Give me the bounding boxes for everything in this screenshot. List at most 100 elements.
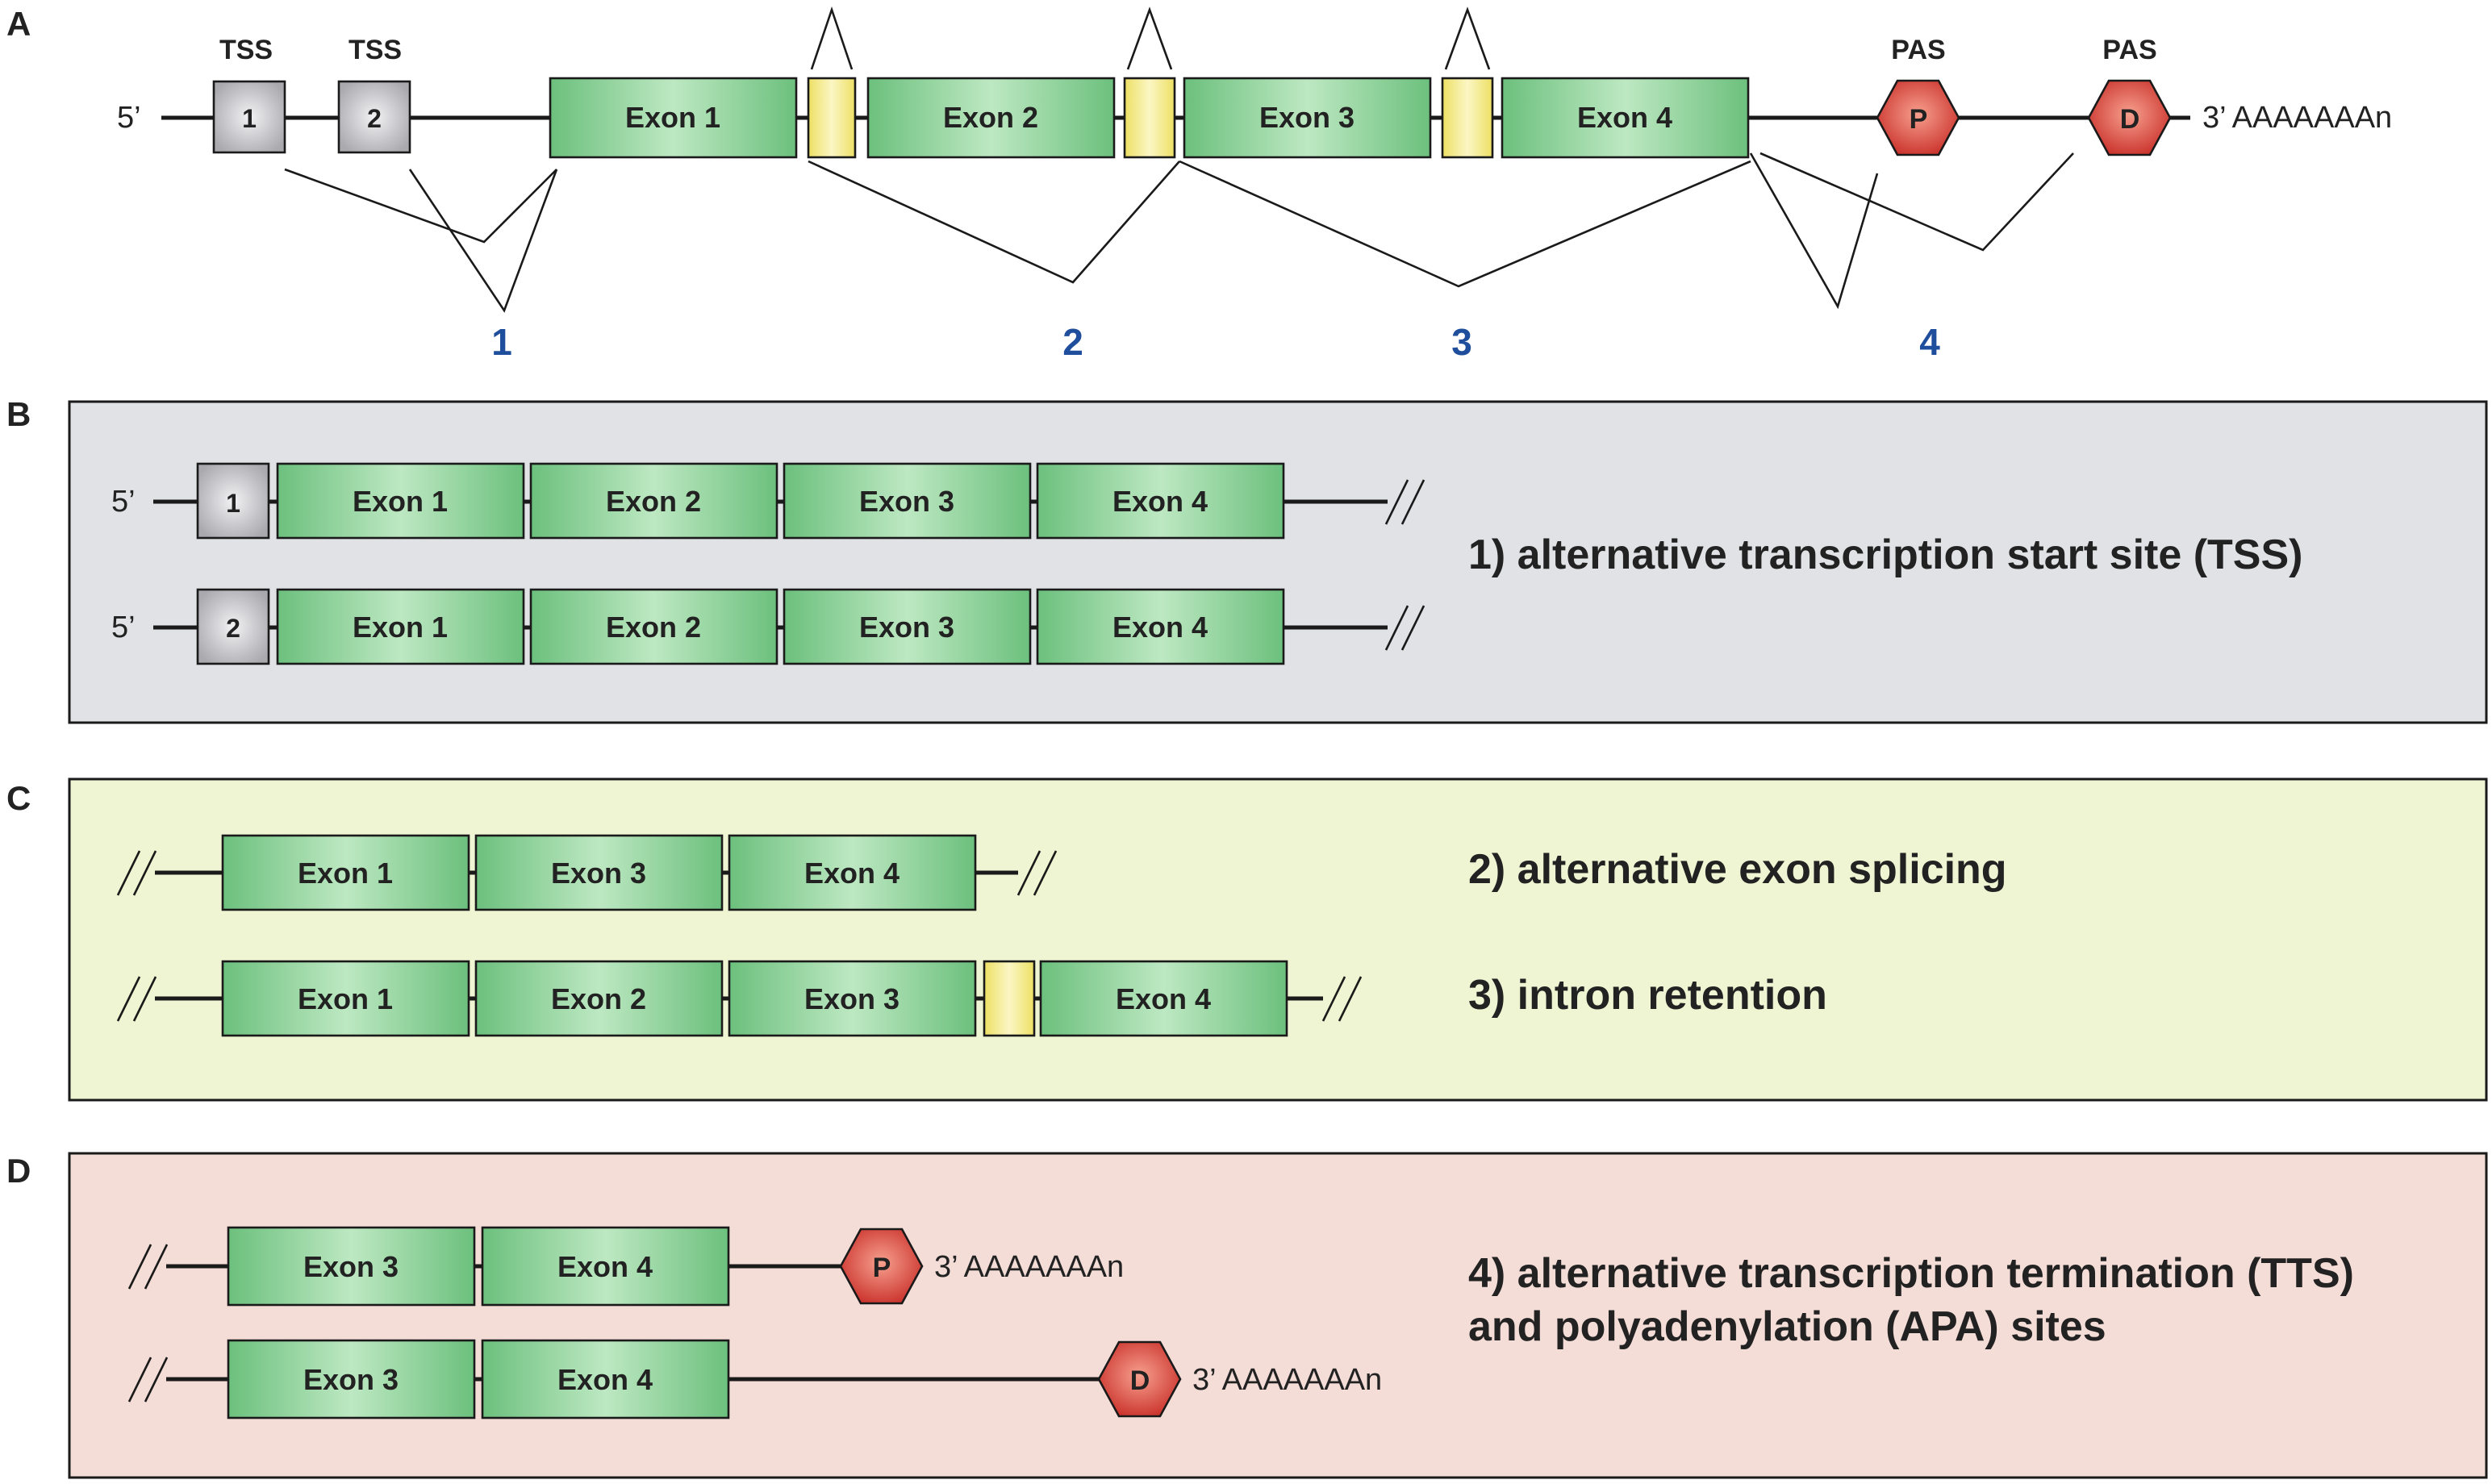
panel-b-row1-exon-1-label: Exon 1 — [353, 485, 448, 518]
panel-b: B 5’ 1 Exon 1 Exon 2 Exon 3 Exon 4 5’ 2 … — [6, 395, 2488, 724]
panel-d-row2-pas-d-letter: D — [1130, 1365, 1150, 1396]
panel-b-row2-exon-3 — [783, 588, 1032, 665]
panel-b-row1-break-mark — [1384, 479, 1425, 525]
panel-a: A 5’ TSS 1 TSS 2 Exon 1 Exon 2 Exon 3 Ex… — [6, 5, 2392, 363]
panel-c-row1-right-break — [1016, 850, 1058, 896]
gene-exon-4-label: Exon 4 — [1577, 101, 1672, 134]
gene-exon-1 — [549, 77, 798, 159]
panel-c-row2-right-slash-2 — [1338, 976, 1363, 1022]
gene-exon-3-label: Exon 3 — [1259, 101, 1355, 134]
gene-exon-4 — [1501, 77, 1750, 159]
panel-c-row2-left-slash-1 — [116, 976, 141, 1022]
splice-connector-tss1 — [284, 168, 557, 244]
splice-connector-pas-p — [1749, 152, 1879, 310]
tss2-number: 2 — [367, 104, 382, 133]
panel-d-row1-exon-4-label: Exon 4 — [557, 1250, 653, 1283]
pas-p-label: PAS — [1891, 35, 1945, 65]
panel-b-row2-tss-number: 2 — [226, 614, 240, 643]
panel-c-row1-right-slash-1 — [1016, 850, 1041, 896]
pas-d-hexagon — [2087, 79, 2172, 156]
panel-d-row2-exon-4 — [481, 1339, 730, 1419]
panel-b-row2-tss — [196, 588, 270, 665]
gene-polya-tail: 3’ AAAAAAAn — [2202, 101, 2392, 135]
panel-b-row1-exon-1 — [276, 462, 525, 540]
panel-b-row1-exon-2 — [529, 462, 778, 540]
pas-p-hexagon — [1876, 79, 1960, 156]
panel-b-row1-exon-4-label: Exon 4 — [1112, 485, 1208, 518]
panel-d-row2-left-slash-2 — [144, 1357, 169, 1403]
panel-d-row1-exon-3-label: Exon 3 — [303, 1250, 399, 1283]
tss1-number: 1 — [242, 104, 257, 133]
panel-b-row2-exon-1-label: Exon 1 — [353, 611, 448, 644]
panel-c-background — [68, 777, 2488, 1102]
panel-b-row1-five-prime: 5’ — [111, 485, 136, 519]
panel-c-letter: C — [6, 779, 31, 817]
panel-b-row2-exon-4-label: Exon 4 — [1112, 611, 1208, 644]
panel-b-row2-five-prime: 5’ — [111, 611, 136, 644]
panel-b-row1-exon-4 — [1036, 462, 1285, 540]
panel-c-row2-exon-2 — [474, 960, 724, 1037]
tss2-label: TSS — [349, 35, 402, 65]
panel-c-row1-exon-1-label: Exon 1 — [298, 857, 393, 890]
panel-c-row2-exon-1 — [221, 960, 470, 1037]
panel-d-row1-exon-3 — [227, 1226, 476, 1307]
panel-b-row2-exon-1 — [276, 588, 525, 665]
event-number-2: 2 — [1062, 321, 1083, 363]
panel-c-row1-exon-3 — [474, 834, 724, 911]
gene-exon-2-label: Exon 2 — [943, 101, 1038, 134]
panel-d-background — [68, 1152, 2488, 1479]
panel-c-row2-exon-1-label: Exon 1 — [298, 982, 393, 1015]
gene-exon-3 — [1183, 77, 1432, 159]
panel-c-row2-exon-3 — [728, 960, 977, 1037]
gene-intron-1 — [807, 77, 857, 159]
panel-d-row2-exon-3 — [227, 1339, 476, 1419]
splice-connector-exon-skip — [808, 160, 1180, 284]
intron-1-caret — [810, 6, 854, 70]
panel-c-row2-right-break — [1321, 976, 1363, 1022]
panel-d-caption-line1: 4) alternative transcription termination… — [1468, 1250, 2354, 1297]
panel-b-row2-break-slash-2 — [1400, 605, 1425, 651]
event-number-3: 3 — [1451, 321, 1472, 363]
panel-b-row1-break-slash-1 — [1384, 479, 1409, 525]
panel-c-caption-retention: 3) intron retention — [1468, 972, 1827, 1019]
panel-d-row2-exon-3-label: Exon 3 — [303, 1363, 399, 1396]
tss1-box — [212, 80, 286, 154]
panel-c-row2-exon-2-label: Exon 2 — [551, 982, 646, 1015]
panel-d-row2-left-slash-1 — [127, 1357, 152, 1403]
panel-b-row1-exon-3 — [783, 462, 1032, 540]
panel-c-caption-splicing: 2) alternative exon splicing — [1468, 846, 2007, 893]
gene-exon-2 — [866, 77, 1116, 159]
panel-c-row1-exon-3-label: Exon 3 — [551, 857, 646, 890]
panel-d-caption-line2: and polyadenylation (APA) sites — [1468, 1303, 2106, 1350]
splice-connector-tss2 — [408, 169, 558, 313]
panel-d-row1-pas-p-letter: P — [873, 1253, 891, 1283]
panel-c-row1-left-slash-1 — [116, 850, 141, 896]
pas-d-letter: D — [2120, 104, 2140, 135]
panel-c-row1-exon-4 — [728, 834, 977, 911]
pas-d-label: PAS — [2102, 35, 2156, 65]
panel-c-row1-exon-1 — [221, 834, 470, 911]
panel-d: D Exon 3 Exon 4 P 3’ AAAAAAAn Exon 3 Exo… — [6, 1152, 2488, 1479]
intron-3-caret — [1444, 6, 1491, 70]
five-prime-label: 5’ — [117, 101, 141, 135]
event-number-1: 1 — [491, 321, 512, 363]
panel-c-row2-left-break — [116, 976, 157, 1022]
panel-d-row2-exon-4-label: Exon 4 — [557, 1363, 653, 1396]
panel-b-row2-exon-3-label: Exon 3 — [859, 611, 954, 644]
panel-d-row1-left-break — [127, 1244, 169, 1290]
panel-d-row2-polya-tail: 3’ AAAAAAAn — [1192, 1363, 1382, 1397]
panel-b-row1-exon-3-label: Exon 3 — [859, 485, 954, 518]
gene-exon-1-label: Exon 1 — [625, 101, 720, 134]
gene-intron-3 — [1441, 77, 1494, 159]
event-number-4: 4 — [1919, 321, 1940, 363]
panel-d-row1-polya-tail: 3’ AAAAAAAn — [934, 1250, 1124, 1284]
panel-d-row1-left-slash-1 — [127, 1244, 152, 1290]
gene-intron-2 — [1123, 77, 1176, 159]
panel-c-row2-exon-4 — [1039, 960, 1288, 1037]
panel-b-row2-break-slash-1 — [1384, 605, 1409, 651]
panel-d-row2-pas-d-hexagon — [1097, 1340, 1182, 1418]
splice-connector-pas-d — [1759, 152, 2074, 252]
panel-b-row1-tss-number: 1 — [226, 489, 240, 518]
panel-b-caption: 1) alternative transcription start site … — [1468, 531, 2303, 578]
